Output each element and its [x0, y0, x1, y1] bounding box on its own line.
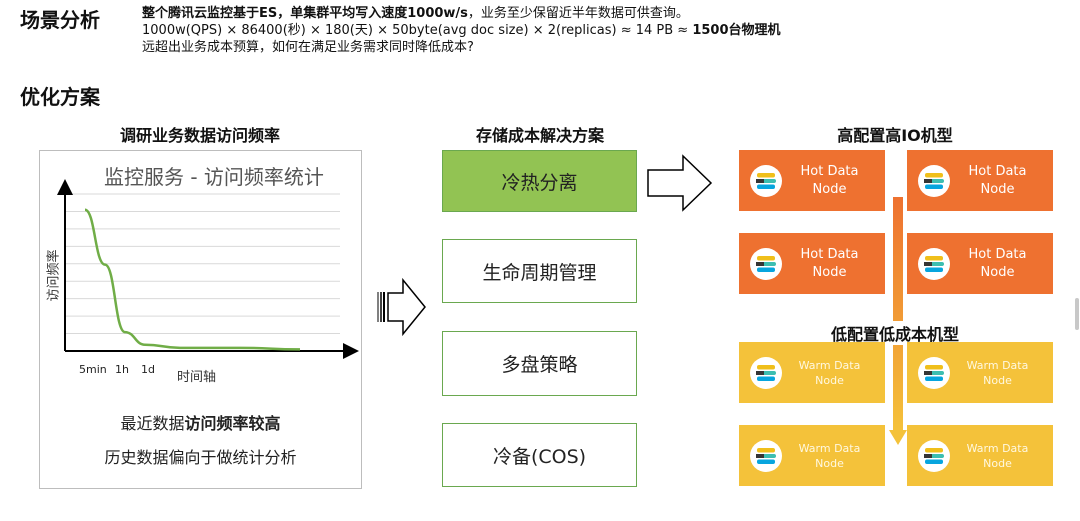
- x-tick-1h: 1h: [115, 363, 129, 376]
- elasticsearch-logo-icon: [750, 247, 782, 280]
- scenario-line-1: 整个腾讯云监控基于ES，单集群平均写入速度1000w/s，业务至少保留近半年数据…: [142, 5, 689, 22]
- x-tick-5min: 5min: [79, 363, 107, 376]
- x-axis-label: 时间轴: [177, 370, 217, 385]
- caption-history: 历史数据偏向于做统计分析: [104, 448, 297, 467]
- chart-series-line: [84, 208, 301, 351]
- solutions-title: 存储成本解决方案: [475, 126, 604, 145]
- caption-recent-bold: 访问频率较高: [184, 414, 281, 433]
- solution-multi-disk: 多盘策略: [442, 331, 637, 396]
- elasticsearch-logo-icon: [750, 439, 782, 472]
- access-frequency-chart: [57, 179, 359, 359]
- solution-cold-backup: 冷备(COS): [442, 423, 637, 487]
- scenario-formula: 1000w(QPS) × 86400(秒) × 180(天) × 50byte(…: [142, 23, 693, 38]
- elasticsearch-logo-icon: [918, 439, 950, 472]
- solution-lifecycle-management: 生命周期管理: [442, 239, 637, 303]
- solution-hot-cold-separation: 冷热分离: [442, 150, 637, 212]
- caption-recent-plain: 最近数据: [120, 414, 185, 433]
- elasticsearch-logo-icon: [750, 164, 782, 197]
- optimize-heading: 优化方案: [20, 85, 100, 109]
- scenario-line-2: 1000w(QPS) × 86400(秒) × 180(天) × 50byte(…: [142, 22, 781, 39]
- hot-to-warm-arrow-icon: [889, 197, 907, 445]
- arrow-to-nodes-icon: [647, 154, 713, 212]
- caption-recent: 最近数据访问频率较高: [40, 410, 361, 434]
- y-axis-label: 访问频率: [46, 249, 62, 302]
- research-title: 调研业务数据访问频率: [119, 126, 280, 145]
- elasticsearch-logo-icon: [918, 356, 950, 389]
- scenario-line-1-rest: ，业务至少保留近半年数据可供查询。: [467, 6, 689, 21]
- low-config-title: 低配置低成本机型: [790, 321, 1000, 345]
- arrow-to-solutions-icon: [377, 277, 426, 337]
- scrollbar-thumb[interactable]: [1075, 298, 1079, 330]
- chart-title: 监控服务 - 访问频率统计: [104, 165, 324, 189]
- elasticsearch-logo-icon: [918, 247, 950, 280]
- scenario-line-3: 远超出业务成本预算，如何在满足业务需求同时降低成本?: [142, 40, 474, 55]
- elasticsearch-logo-icon: [918, 164, 950, 197]
- scenario-heading: 场景分析: [20, 8, 100, 32]
- high-config-title: 高配置高IO机型: [837, 126, 953, 145]
- scenario-line-1-bold: 整个腾讯云监控基于ES，单集群平均写入速度1000w/s: [142, 6, 468, 21]
- scenario-machine-count: 1500台物理机: [692, 23, 781, 38]
- elasticsearch-logo-icon: [750, 356, 782, 389]
- research-panel: 监控服务 - 访问频率统计 访问频率 5min 1h 1d 时间轴 最近数据访问…: [39, 150, 362, 489]
- x-tick-1d: 1d: [141, 363, 155, 376]
